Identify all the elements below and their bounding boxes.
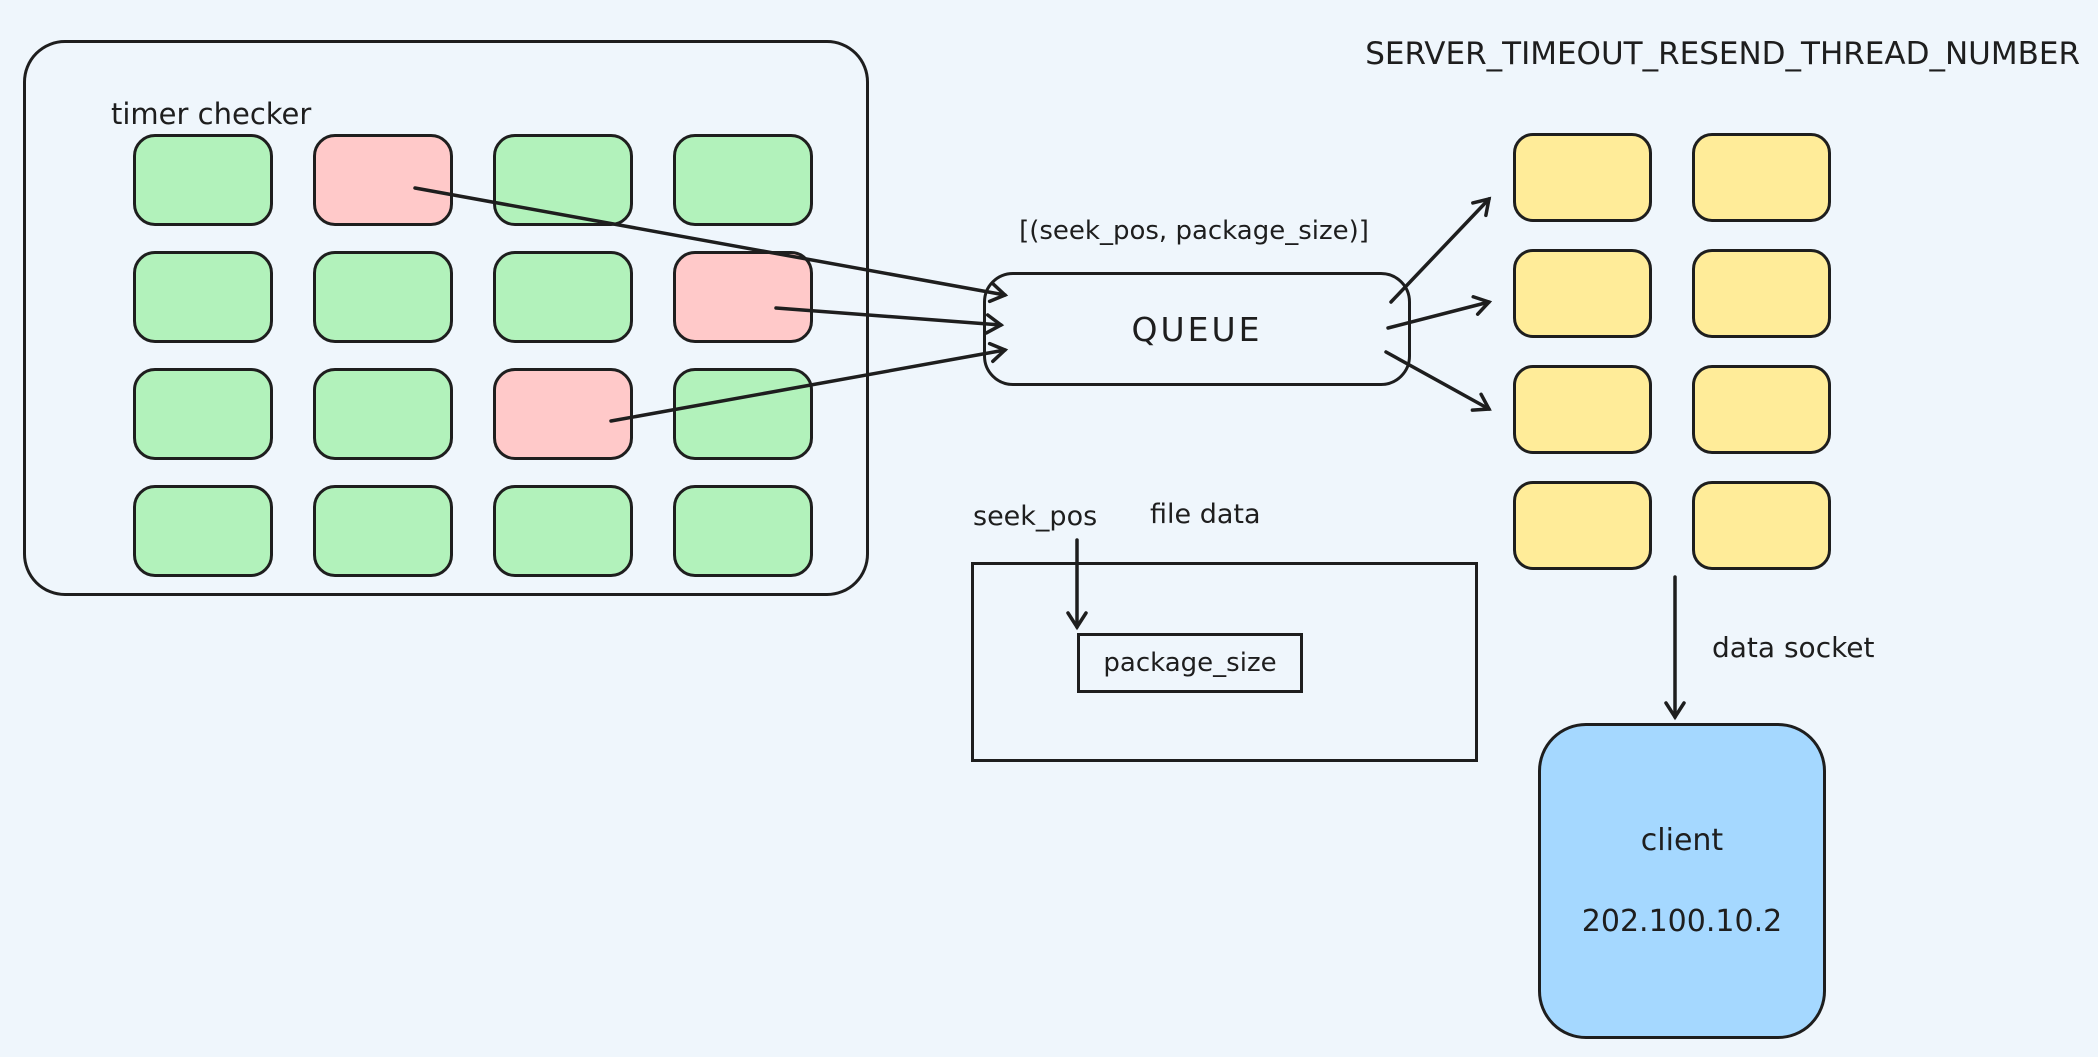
queue-tuple-label: [(seek_pos, package_size)] <box>1019 216 1369 246</box>
timer-slot-ok-4 <box>673 134 813 226</box>
client-name: client <box>1640 823 1724 858</box>
client-ip: 202.100.10.2 <box>1581 904 1783 939</box>
timer-checker-title: timer checker <box>111 97 312 131</box>
server-thread-6 <box>1692 365 1831 454</box>
server-thread-2 <box>1692 133 1831 222</box>
seek-pos-label: seek_pos <box>973 501 1098 532</box>
queue-box: QUEUE <box>983 272 1411 386</box>
server-thread-grid <box>1513 133 1831 570</box>
timer-slot-ok-1 <box>133 134 273 226</box>
server-threads-title: SERVER_TIMEOUT_RESEND_THREAD_NUMBER <box>1365 36 2080 72</box>
server-thread-4 <box>1692 249 1831 338</box>
timer-slot-ok-16 <box>673 485 813 577</box>
package-size-box: package_size <box>1077 633 1303 693</box>
server-thread-1 <box>1513 133 1652 222</box>
file-data-label: file data <box>1150 499 1261 530</box>
timer-slot-ok-15 <box>493 485 633 577</box>
timer-slot-ok-6 <box>313 251 453 343</box>
timer-slot-ok-13 <box>133 485 273 577</box>
file-data-box <box>971 562 1478 762</box>
timer-slot-timeout-8 <box>673 251 813 343</box>
timer-slot-ok-9 <box>133 368 273 460</box>
timer-slot-timeout-11 <box>493 368 633 460</box>
server-thread-3 <box>1513 249 1652 338</box>
timer-slot-ok-10 <box>313 368 453 460</box>
server-thread-7 <box>1513 481 1652 570</box>
timer-slot-timeout-2 <box>313 134 453 226</box>
server-thread-5 <box>1513 365 1652 454</box>
package-size-label: package_size <box>1103 648 1277 678</box>
client-box: client 202.100.10.2 <box>1538 723 1826 1039</box>
queue-label: QUEUE <box>1131 309 1263 349</box>
data-socket-label: data socket <box>1712 631 1875 664</box>
timer-slot-ok-7 <box>493 251 633 343</box>
timer-slot-ok-3 <box>493 134 633 226</box>
server-thread-8 <box>1692 481 1831 570</box>
timer-slot-grid <box>133 134 813 577</box>
timer-slot-ok-14 <box>313 485 453 577</box>
timer-slot-ok-5 <box>133 251 273 343</box>
timer-slot-ok-12 <box>673 368 813 460</box>
